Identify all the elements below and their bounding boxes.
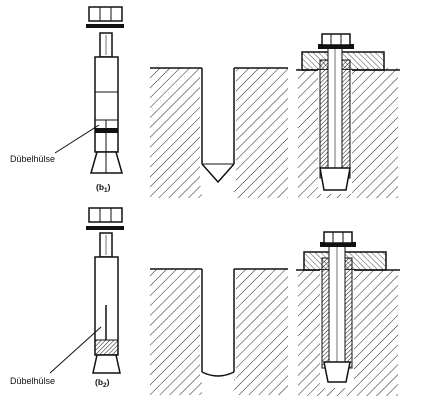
washer-b1 [86, 24, 124, 28]
cone-b2 [92, 354, 121, 374]
installed-anchor-b2 [296, 231, 400, 396]
drilled-hole-b1 [150, 66, 288, 198]
nut-b2 [88, 207, 123, 223]
washer-b2 [86, 226, 124, 230]
figure-label-b1: (b1) [96, 182, 111, 194]
anchor-b2-exploded [86, 207, 124, 374]
figure-label-b2: (b2) [95, 377, 110, 389]
nut-b1 [88, 6, 123, 22]
sleeve-band-b2 [94, 339, 119, 356]
drilled-hole-b2 [150, 267, 288, 395]
installed-anchor-b1 [296, 33, 400, 198]
sleeve-label-b1: Dübelhülse [10, 154, 55, 164]
leader-line-b1 [54, 124, 100, 154]
anchor-b1-exploded [86, 6, 124, 174]
sleeve-label-b2: Dübelhülse [10, 376, 55, 386]
leader-line-b2 [49, 326, 102, 374]
